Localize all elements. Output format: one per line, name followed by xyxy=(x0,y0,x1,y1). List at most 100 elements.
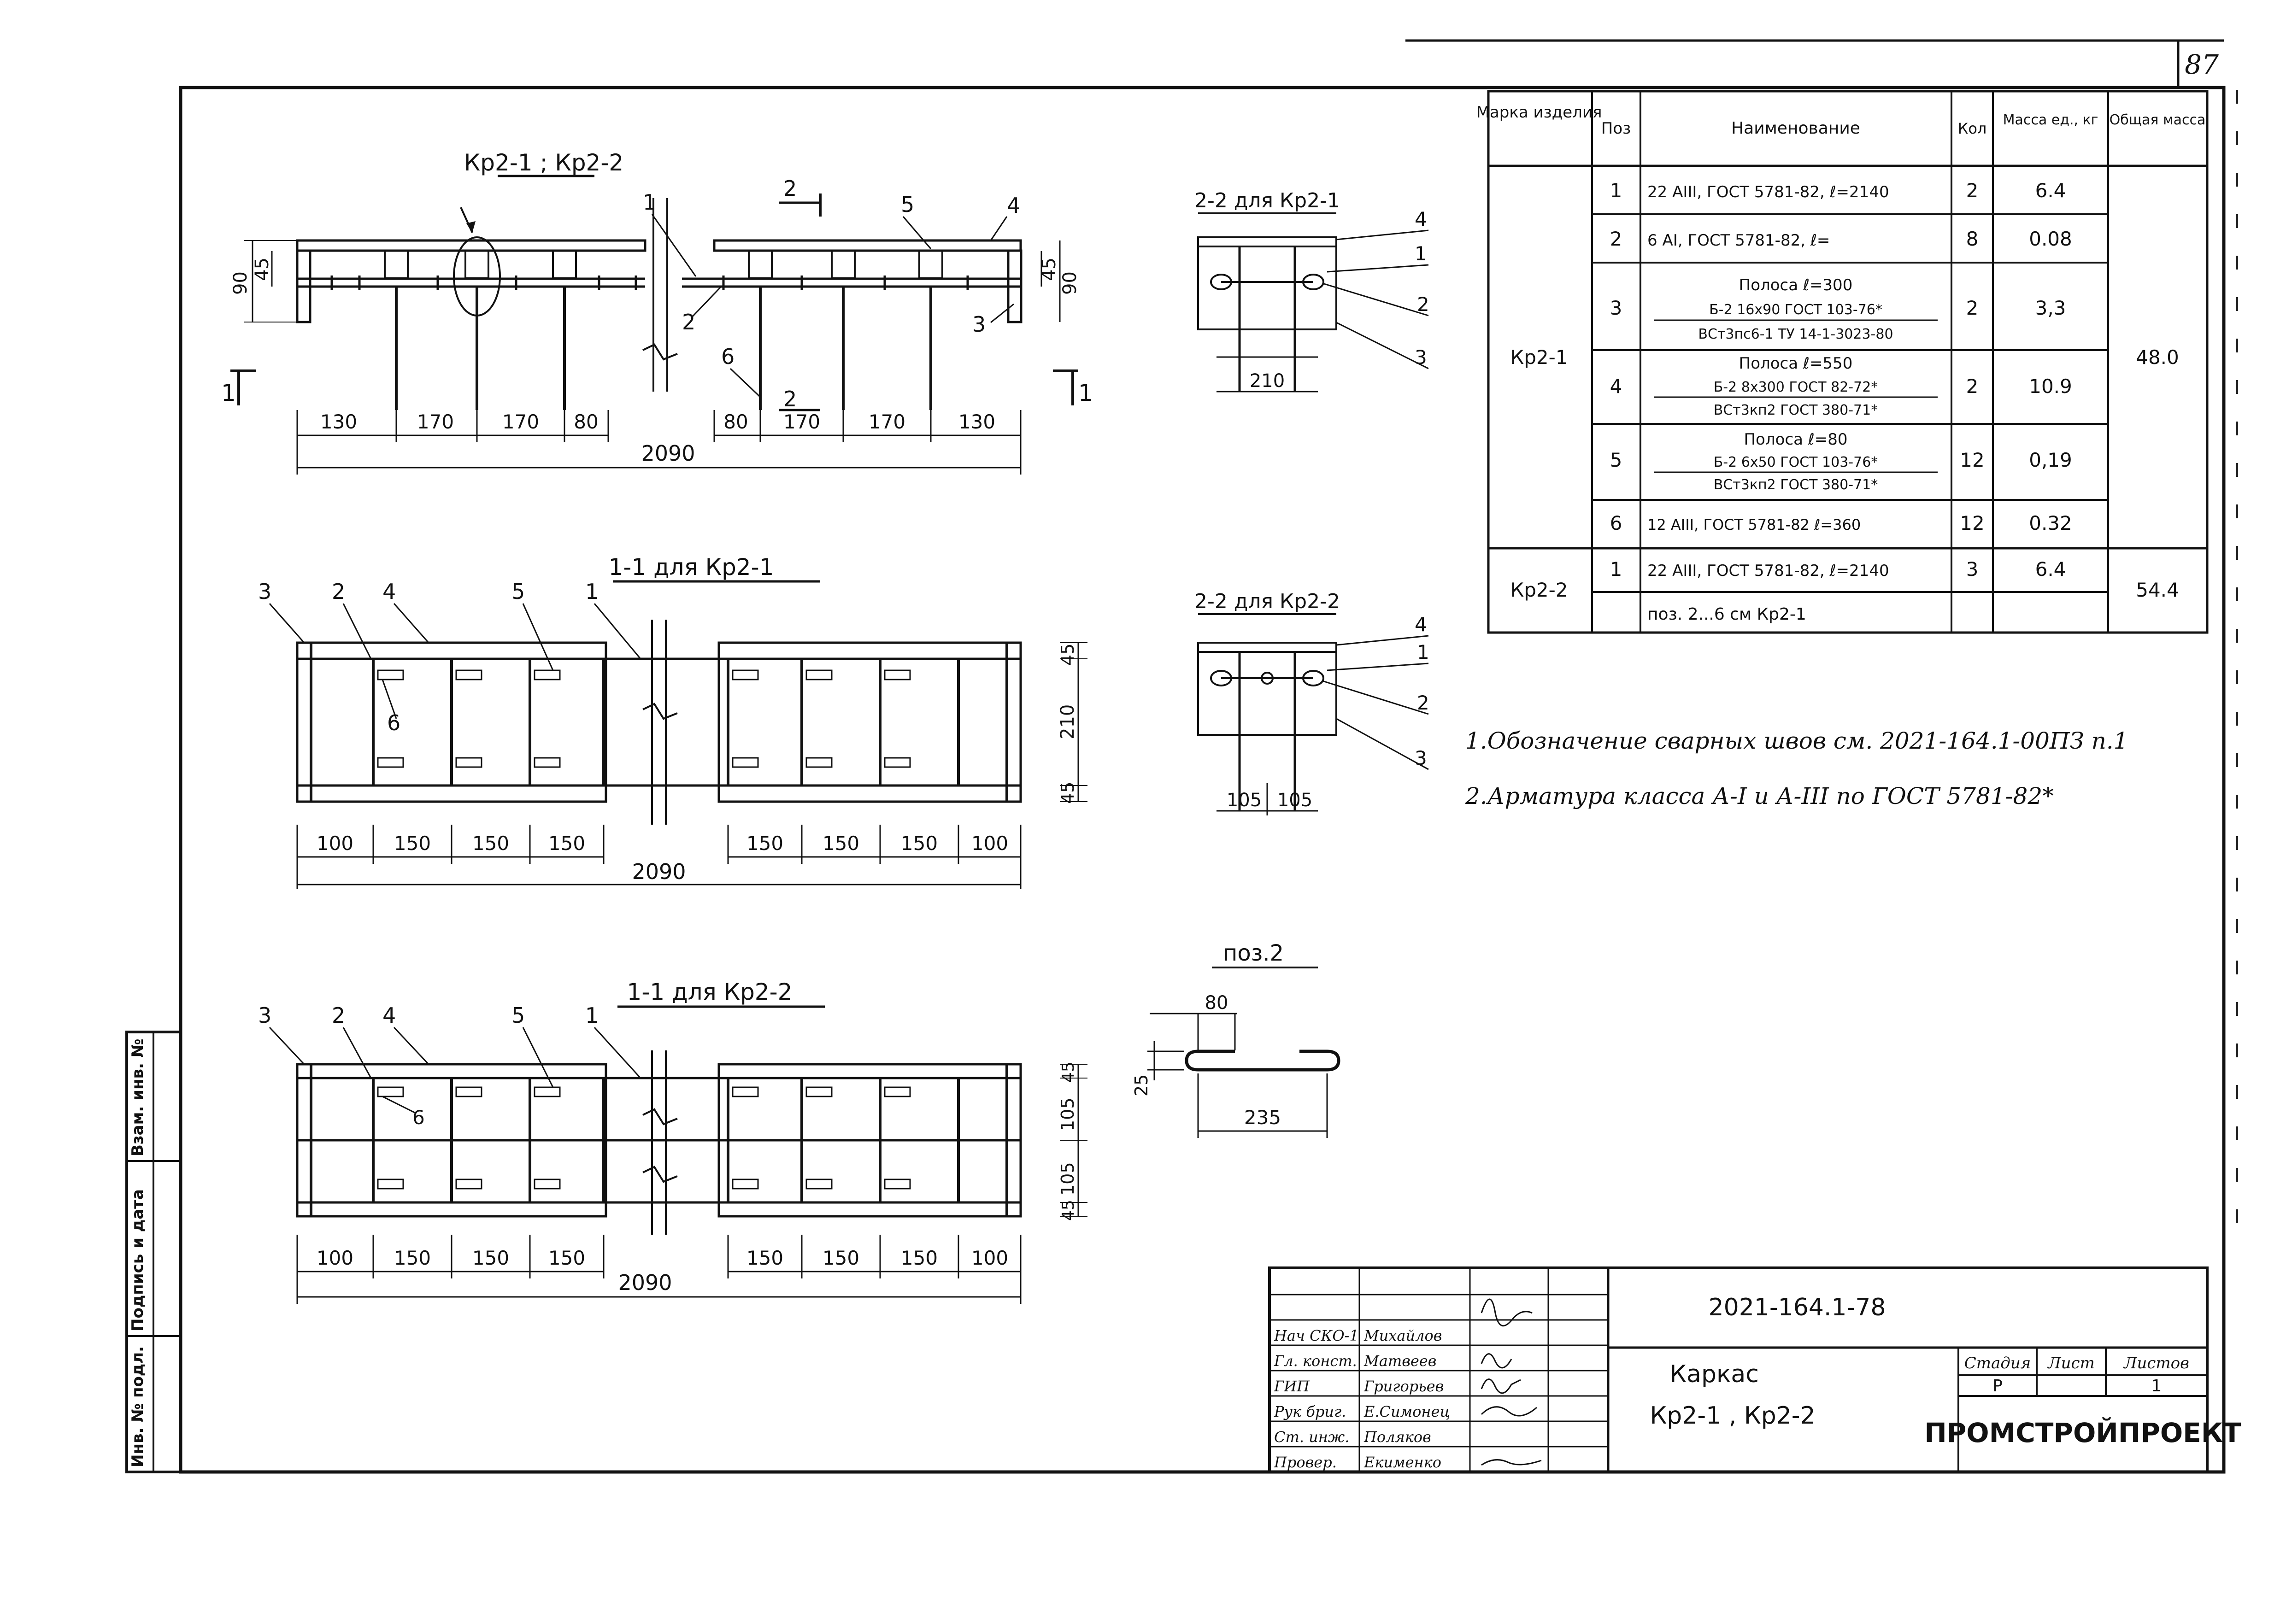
section-11b-dim-3: 150 xyxy=(472,1247,509,1269)
spec-row3-name-3: ВСт3пс6-1 ТУ 14-1-3023-80 xyxy=(1698,326,1893,342)
spec-row2-name: 6 АI, ГОСТ 5781-82, ℓ= xyxy=(1647,231,1830,250)
tb-title-2: Кр2-1 , Кр2-2 xyxy=(1650,1402,1815,1430)
tb-name-3: Григорьев xyxy=(1363,1378,1444,1395)
spec-row4-mass: 10.9 xyxy=(2029,375,2072,398)
section-11a-dim-210: 210 xyxy=(1057,704,1078,739)
elev-callout-4: 4 xyxy=(1007,193,1020,218)
spec-row5-name-3: ВСт3кп2 ГОСТ 380-71* xyxy=(1714,477,1878,493)
spec-row1-name: 22 АIII, ГОСТ 5781-82, ℓ=2140 xyxy=(1647,183,1889,201)
section-11a-dim-3: 150 xyxy=(472,832,509,855)
section-22-kr22: 2-2 для Кр2-2 105 105 4 1 2 3 xyxy=(1194,590,1429,815)
tb-stage-value: Р xyxy=(1992,1377,2003,1395)
section-11a-callout-4: 4 xyxy=(382,579,396,604)
section-11a-callout-6: 6 xyxy=(387,710,400,735)
section-11a-callout-3: 3 xyxy=(258,579,271,604)
spec-total-kr22: 54.4 xyxy=(2136,579,2179,601)
elevation-view: Кр2-1 ; Кр2-2 xyxy=(221,149,1093,475)
spec-row3-name-2: Б-2 16х90 ГОСТ 103-76* xyxy=(1709,302,1882,318)
spec-row7-pos: 1 xyxy=(1610,558,1622,580)
spec-header-name: Наименование xyxy=(1731,119,1860,138)
spec-row1-mass: 6.4 xyxy=(2035,179,2066,202)
elev-dim-90-left: 90 xyxy=(230,271,251,295)
section-11b-dim-total: 2090 xyxy=(618,1270,672,1295)
spec-row6-name: 12 АIII, ГОСТ 5781-82 ℓ=360 xyxy=(1647,516,1861,534)
note-2: 2.Арматура класса А-I и А-III по ГОСТ 57… xyxy=(1465,783,2054,809)
tb-name-2: Матвеев xyxy=(1363,1352,1436,1370)
elev-dim-3: 170 xyxy=(502,410,539,433)
tb-name-6: Екименко xyxy=(1363,1454,1441,1471)
spec-header-total: Общая масса xyxy=(2110,112,2206,128)
section-11a-dim-8: 100 xyxy=(971,832,1008,855)
spec-row3-qty: 2 xyxy=(1966,297,1979,319)
section-11a-title: 1-1 для Кр2-1 xyxy=(609,554,774,580)
section-11b-dim-7: 150 xyxy=(901,1247,938,1269)
spec-row4-pos: 4 xyxy=(1610,375,1622,398)
spec-row3-mass: 3,3 xyxy=(2035,297,2066,319)
poz2-title: поз.2 xyxy=(1223,940,1284,966)
section-22a-dim-210: 210 xyxy=(1250,370,1285,392)
tb-role-2: Гл. конст. xyxy=(1274,1352,1357,1370)
spec-row2-mass: 0.08 xyxy=(2029,228,2072,250)
spec-header-pos: Поз xyxy=(1601,119,1631,138)
section-11b-dim-5: 150 xyxy=(746,1247,783,1269)
elev-dim-1: 130 xyxy=(320,410,357,433)
tb-name-5: Поляков xyxy=(1363,1428,1431,1446)
section-11a-callout-1: 1 xyxy=(585,579,599,604)
tb-doc-code: 2021-164.1-78 xyxy=(1709,1294,1886,1321)
note-1: 1.Обозначение сварных швов см. 2021-164.… xyxy=(1465,727,2128,754)
spec-header-mass: Масса ед., кг xyxy=(2003,112,2098,128)
spec-mark-kr22: Кр2-2 xyxy=(1510,579,1568,601)
section-11-kr21: 1-1 для Кр2-1 3 2 4 5 xyxy=(258,554,1087,889)
section-22-kr21: 2-2 для Кр2-1 210 4 1 2 3 xyxy=(1194,189,1429,393)
tb-title-1: Каркас xyxy=(1669,1360,1759,1388)
section-11b-title: 1-1 для Кр2-2 xyxy=(627,979,793,1005)
stamp-sign-label: Подпись и дата xyxy=(129,1189,147,1331)
elev-callout-2: 2 xyxy=(682,310,695,334)
section-22b-dim-105-left: 105 xyxy=(1227,790,1262,811)
elev-dim-5: 80 xyxy=(723,410,748,433)
elev-dim-45-left: 45 xyxy=(252,258,273,281)
section-11b-callout-2: 2 xyxy=(332,1003,345,1028)
spec-row5-pos: 5 xyxy=(1610,449,1622,471)
left-stamp: Инв. № подл. Подпись и дата Взам. инв. № xyxy=(125,1031,182,1473)
section-11a-dim-1: 100 xyxy=(317,832,353,855)
section-11b-callout-1: 1 xyxy=(585,1003,599,1028)
spec-row1-qty: 2 xyxy=(1966,179,1979,202)
spec-row1-pos: 1 xyxy=(1610,179,1622,202)
elev-callout-6: 6 xyxy=(721,344,735,369)
section-11b-dim-2: 150 xyxy=(394,1247,431,1269)
section-11a-dim-5: 150 xyxy=(746,832,783,855)
poz2-dim-235: 235 xyxy=(1244,1106,1281,1129)
elev-dim-6: 170 xyxy=(783,410,820,433)
tb-role-4: Рук бриг. xyxy=(1274,1403,1346,1420)
section-11b-callout-4: 4 xyxy=(382,1003,396,1028)
section-11a-dim-2: 150 xyxy=(394,832,431,855)
spec-header-qty: Кол xyxy=(1958,120,1987,137)
section-11b-dim-105-top: 105 xyxy=(1058,1097,1078,1131)
section-11b-dim-4: 150 xyxy=(548,1247,585,1269)
spec-row4-qty: 2 xyxy=(1966,375,1979,398)
elev-callout-3: 3 xyxy=(972,312,986,337)
spec-row7-qty: 3 xyxy=(1966,558,1979,580)
spec-row5-name-2: Б-2 6х50 ГОСТ 103-76* xyxy=(1714,454,1878,470)
sheet-frame xyxy=(179,86,2226,1474)
poz2-dim-25: 25 xyxy=(1131,1074,1152,1096)
section-11b-callout-6: 6 xyxy=(412,1106,425,1129)
section-mark-1-left: 1 xyxy=(221,380,236,406)
tb-stage-label: Стадия xyxy=(1964,1354,2031,1372)
tb-sheet-label: Лист xyxy=(2047,1354,2095,1372)
tb-sheets-label: Листов xyxy=(2123,1354,2189,1372)
section-mark-2-top: 2 xyxy=(783,176,797,201)
elev-dim-7: 170 xyxy=(869,410,905,433)
elev-dim-90-right: 90 xyxy=(1059,271,1081,295)
spec-row2-pos: 2 xyxy=(1610,228,1622,250)
tb-role-6: Провер. xyxy=(1274,1454,1337,1471)
section-11a-dim-6: 150 xyxy=(823,832,859,855)
spec-row6-pos: 6 xyxy=(1610,512,1622,534)
section-11b-dim-1: 100 xyxy=(317,1247,353,1269)
spec-row6-mass: 0.32 xyxy=(2029,512,2072,534)
spec-row7-name: 22 АIII, ГОСТ 5781-82, ℓ=2140 xyxy=(1647,562,1889,580)
section-11a-dim-4: 150 xyxy=(548,832,585,855)
spec-table: Марка изделия Поз Наименование Кол Масса… xyxy=(1476,90,2209,634)
elev-callout-1: 1 xyxy=(643,190,656,215)
